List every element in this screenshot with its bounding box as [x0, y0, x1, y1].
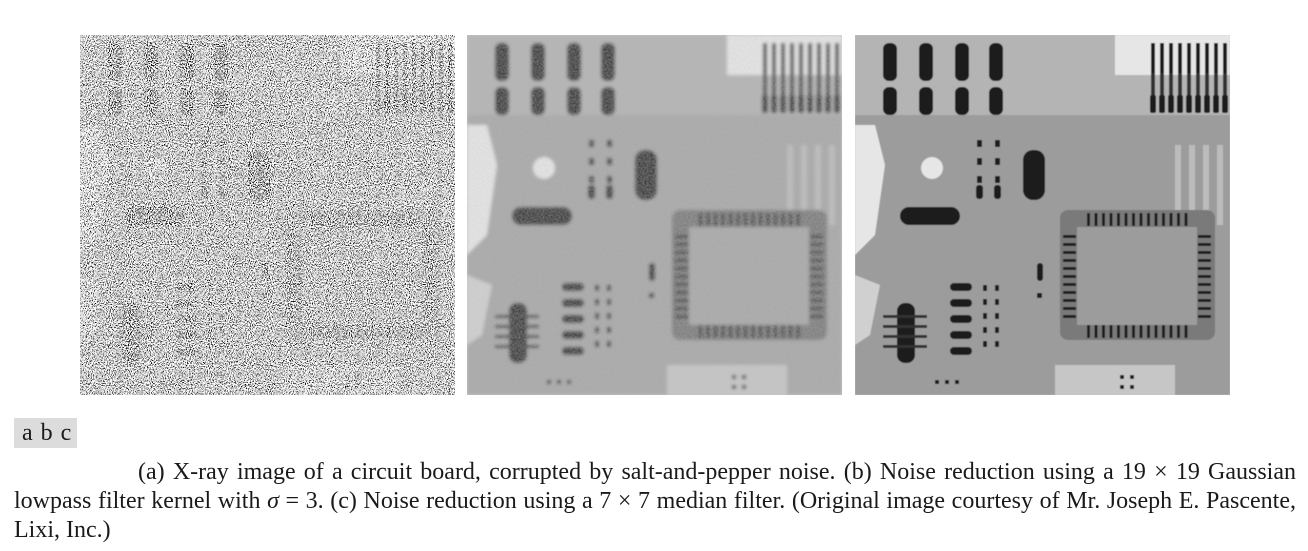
- figure-caption: (a) X-ray image of a circuit board, corr…: [14, 458, 1296, 545]
- figure-panel-c: [855, 35, 1230, 395]
- panel-label-b: b: [40, 419, 53, 446]
- figure-panel-b: [467, 35, 842, 395]
- caption-sigma: σ: [267, 488, 279, 514]
- xray-circuit-board-median-filtered-image: [855, 35, 1230, 395]
- panel-labels: a b c: [14, 418, 78, 448]
- figure-panel-a: [80, 35, 455, 395]
- caption-text-2: = 3. (c) Noise reduction using a 7 × 7 m…: [14, 488, 1296, 543]
- xray-circuit-board-gaussian-filtered-image: [467, 35, 842, 395]
- xray-circuit-board-noisy-image: [80, 35, 455, 395]
- panel-label-c: c: [60, 419, 72, 446]
- panel-label-a: a: [22, 419, 33, 446]
- caption-text-1: (a) X-ray image of a circuit board, corr…: [14, 459, 1296, 514]
